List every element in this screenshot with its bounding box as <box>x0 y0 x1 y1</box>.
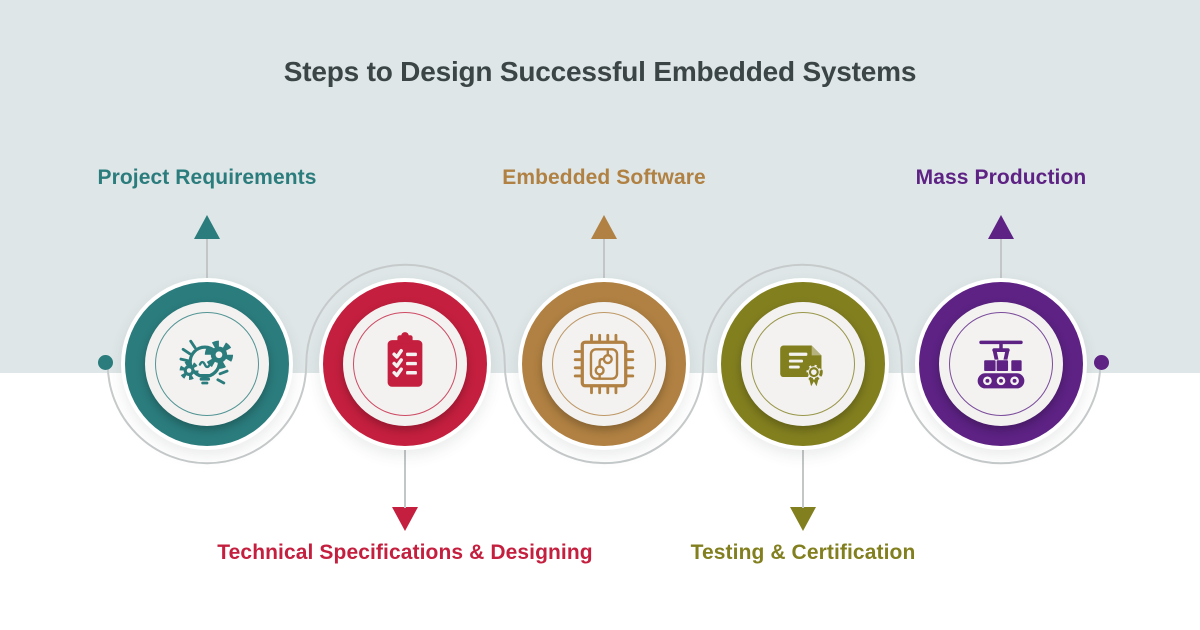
step-mass-production: Mass Production <box>906 0 1109 630</box>
step-label: Project Requirements <box>97 166 317 189</box>
wave-end-dot <box>1094 355 1109 370</box>
up-arrow-icon <box>194 215 220 239</box>
down-arrow-icon <box>392 507 418 531</box>
connector-stem <box>999 239 1003 280</box>
up-arrow-icon <box>988 215 1014 239</box>
connector-stem <box>602 239 606 280</box>
idea-lightbulb-gears-icon <box>121 278 293 450</box>
wave-start-dot <box>98 355 113 370</box>
down-arrow-icon <box>790 507 816 531</box>
connector-stem <box>801 449 805 508</box>
step-circle <box>717 278 889 450</box>
step-label: Testing & Certification <box>690 541 916 564</box>
step-label: Embedded Software <box>502 166 706 189</box>
step-embedded-software: Embedded Software <box>502 0 706 630</box>
step-project-requirements: Project Requirements <box>97 0 316 630</box>
certificate-icon <box>717 278 889 450</box>
connector-stem <box>403 449 407 508</box>
step-technical-specifications: Technical Specifications & Designing <box>217 0 593 630</box>
conveyor-production-icon <box>915 278 1087 450</box>
step-circle <box>121 278 293 450</box>
page-title: Steps to Design Successful Embedded Syst… <box>283 56 917 87</box>
step-circle <box>319 278 491 450</box>
clipboard-checklist-icon <box>319 278 491 450</box>
step-label: Technical Specifications & Designing <box>217 541 593 564</box>
step-testing-certification: Testing & Certification <box>691 0 915 630</box>
step-circle <box>518 278 690 450</box>
step-label: Mass Production <box>915 166 1087 189</box>
up-arrow-icon <box>591 215 617 239</box>
connector-stem <box>205 239 209 280</box>
step-circle <box>915 278 1087 450</box>
microchip-icon <box>518 278 690 450</box>
